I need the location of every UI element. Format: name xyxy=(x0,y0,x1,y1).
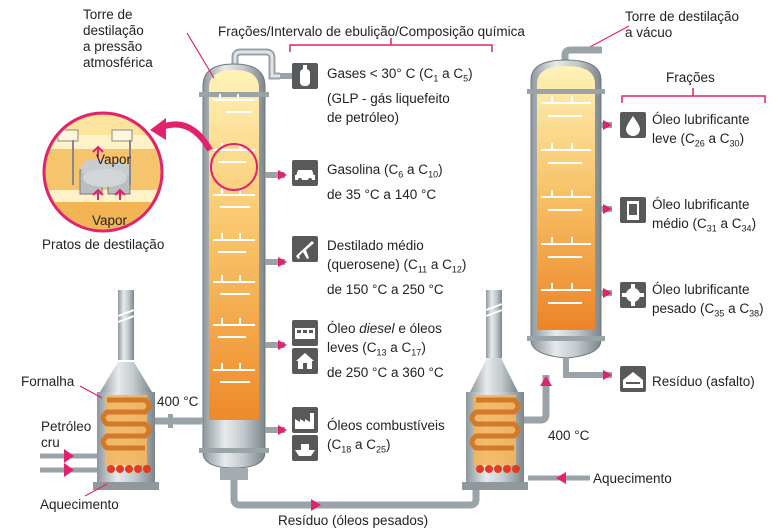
fraction-line: Resíduo (asfalto) xyxy=(652,374,755,389)
fraction-line: Óleo lubrificante xyxy=(652,112,750,127)
left-temp-label: 400 °C xyxy=(157,394,199,409)
fraction-line: (C18 a C25) xyxy=(327,437,391,455)
zoom-ring xyxy=(210,143,258,191)
gear-icon xyxy=(620,282,646,308)
factory-icon xyxy=(292,407,318,433)
fraction-line: Gases < 30° C (C1 a C5) xyxy=(327,66,473,84)
gas-cylinder-icon xyxy=(292,63,318,89)
fractions-bracket xyxy=(621,88,766,103)
vapor-bottom-label: Vapor xyxy=(92,213,128,228)
fraction-line: leves (C13 a C17) xyxy=(327,340,426,358)
left-furnace xyxy=(93,290,159,490)
fraction-line: Óleo diesel e óleos xyxy=(327,321,442,336)
fraction-line: de 35 °C a 140 °C xyxy=(327,186,437,202)
can-icon xyxy=(620,197,646,223)
fraction-gases: Gases < 30° C (C1 a C5) (GLP - gás liquef… xyxy=(327,64,473,127)
roof-icon xyxy=(620,366,646,392)
atmospheric-tower xyxy=(199,48,285,480)
right-furnace xyxy=(462,290,528,490)
fraction-line: Óleo lubrificante xyxy=(652,197,750,212)
house-icon xyxy=(292,348,318,374)
fraction-line: Óleo lubrificante xyxy=(652,282,750,297)
bus-icon xyxy=(292,320,318,346)
residue-bottom-label: Resíduo (óleos pesados) xyxy=(278,513,429,528)
right-heating-label: Aquecimento xyxy=(593,471,672,486)
fraction-medium-lube: Óleo lubrificante médio (C31 a C34) xyxy=(652,195,756,239)
tray-zoom xyxy=(42,111,164,233)
left-heating-label: Aquecimento xyxy=(40,497,119,512)
fraction-line: de 250 °C a 360 °C xyxy=(327,364,444,380)
fraction-line: médio (C31 a C34) xyxy=(652,216,757,234)
fraction-heavy-lube: Óleo lubrificante pesado (C35 a C38) xyxy=(652,280,764,324)
fraction-diesel: Óleo diesel e óleos leves (C13 a C17) de 2… xyxy=(327,319,444,382)
fractions-header: Frações xyxy=(666,70,715,85)
fraction-line: (GLP - gás liquefeito xyxy=(327,90,450,106)
fraction-asphalt: Resíduo (asfalto) xyxy=(652,372,755,391)
right-temp-label: 400 °C xyxy=(548,428,590,443)
fraction-fuel-oil: Óleos combustíveis (C18 a C25) xyxy=(327,416,445,460)
fraction-line: pesado (C35 a C38) xyxy=(652,301,764,319)
fraction-line: Óleos combustíveis xyxy=(327,418,445,433)
fraction-light-lube: Óleo lubrificante leve (C26 a C30) xyxy=(652,110,750,154)
fraction-line: leve (C26 a C30) xyxy=(652,131,745,149)
fraction-line: de petróleo) xyxy=(327,109,400,125)
fraction-line: Destilado médio xyxy=(327,238,424,253)
fraction-line: (querosene) (C11 a C12) xyxy=(327,257,467,275)
fraction-line: de 150 °C a 250 °C xyxy=(327,281,444,297)
furnace-label: Fornalha xyxy=(21,374,75,389)
vacuum-tower xyxy=(527,46,612,378)
header-title: Frações/Intervalo de ebulição/Composição… xyxy=(218,24,525,39)
fraction-kerosene: Destilado médio (querosene) (C11 a C12) de… xyxy=(327,236,466,299)
drop-icon xyxy=(620,112,646,138)
header-bracket xyxy=(289,38,493,52)
ship-icon xyxy=(292,435,318,461)
car-icon xyxy=(292,160,318,186)
vapor-top-label: Vapor xyxy=(96,152,132,167)
airplane-icon xyxy=(292,236,318,262)
fraction-line: Gasolina (C6 a C10) xyxy=(327,162,443,180)
fraction-gasoline: Gasolina (C6 a C10) de 35 °C a 140 °C xyxy=(327,160,443,204)
tray-caption: Pratos de destilação xyxy=(42,237,165,252)
